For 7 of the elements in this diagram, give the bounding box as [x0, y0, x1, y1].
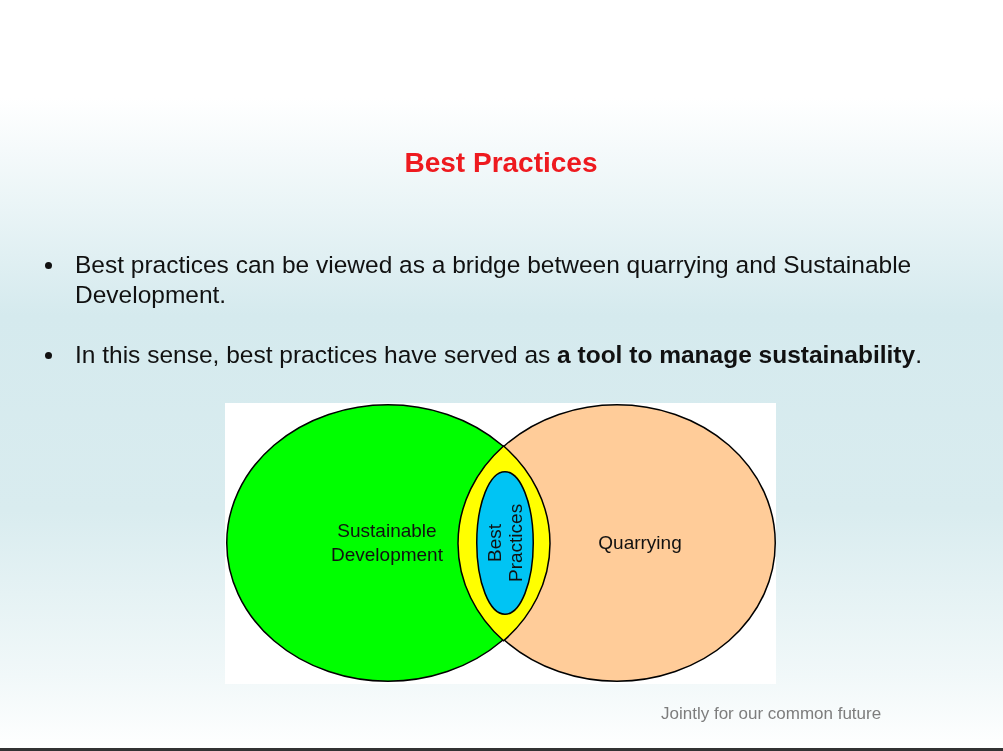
set-label: Quarrying [597, 531, 683, 555]
bullet-text: Best practices can be viewed as a bridge between quarrying and Sustainable Development. [75, 250, 913, 310]
bullet-text: In this sense, best practices have served as a tool to manage sustainability. [75, 340, 922, 370]
footer-slogan: Jointly for our common future [661, 703, 882, 725]
set-label: Sustainable Development [330, 519, 444, 567]
slide-title: Best Practices [404, 146, 598, 180]
set-label: Best Practices [484, 502, 526, 584]
